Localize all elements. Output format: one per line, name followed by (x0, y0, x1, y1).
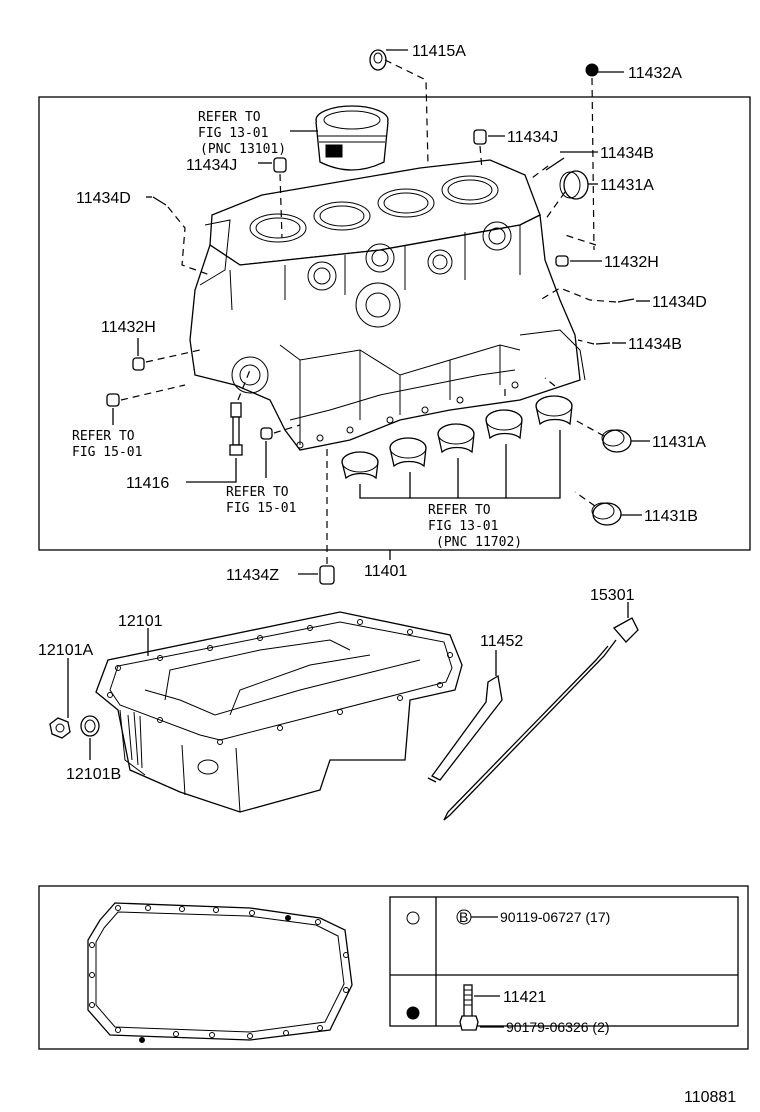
refer-left-line2: FIG 15-01 (72, 445, 142, 460)
dowel-11434Z (319, 565, 335, 585)
pin-11434B-upper (545, 157, 565, 171)
refer-center-line2: FIG 15-01 (226, 501, 296, 516)
gasket-12101B (80, 715, 100, 737)
nut-icon (459, 1015, 479, 1031)
refer-left-line1: REFER TO (72, 429, 135, 444)
plug-11432A (585, 63, 599, 77)
dowel-11434J-left (273, 157, 287, 173)
label-11434Z: 11434Z (226, 567, 279, 584)
pin-11434D-right (617, 298, 635, 303)
label-11434J-right: 11434J (507, 129, 558, 146)
label-12101: 12101 (118, 613, 163, 630)
figure-id: 110881 (684, 1089, 736, 1106)
dowel-11434J-right (473, 129, 487, 145)
fastener-legend-table: B 90119-06727 (17) 11421 90179-06326 (2) (389, 896, 739, 1035)
refer-piston-line2: FIG 13-01 (198, 126, 268, 141)
label-11434D-left: 11434D (76, 190, 131, 207)
label-11431A-upper: 11431A (600, 177, 654, 194)
label-12101A: 12101A (38, 642, 93, 659)
cup-plug-11431B (591, 502, 622, 526)
label-11432A: 11432A (628, 65, 682, 82)
refer-bearings-line2: FIG 13-01 (428, 519, 498, 534)
label-11416: 11416 (126, 475, 169, 492)
label-11432H-left: 11432H (101, 319, 156, 336)
legend-stud-part: 11421 (503, 989, 546, 1006)
label-11432H-right: 11432H (604, 254, 659, 271)
legend-nut-part: 90179-06326 (2) (506, 1019, 610, 1035)
refer-piston-line1: REFER TO (198, 110, 261, 125)
dipstick-guide-11452 (427, 674, 503, 783)
label-11431A-lower: 11431A (652, 434, 706, 451)
sealant-frame (38, 885, 749, 1050)
plug-11415A (369, 49, 387, 71)
cup-plug-11431A-lower (601, 429, 632, 453)
label-11434D-right: 11434D (652, 294, 707, 311)
legend-filled-circle-icon (406, 1006, 420, 1020)
label-11452: 11452 (480, 633, 523, 650)
label-11415A: 11415A (412, 43, 466, 60)
drain-plug-12101A (49, 717, 71, 739)
refer-bearings-line1: REFER TO (428, 503, 491, 518)
dowel-left-fig15 (106, 393, 120, 407)
dowel-center-fig15 (260, 427, 273, 440)
main-bearing-shells (341, 395, 573, 480)
legend-bolt-part: 90119-06727 (17) (500, 909, 610, 925)
label-12101B: 12101B (66, 766, 121, 783)
label-11431B: 11431B (644, 508, 698, 525)
refer-bearings-line3: (PNC 11702) (436, 535, 522, 550)
label-15301: 15301 (590, 587, 635, 604)
cup-plug-11431A-upper (559, 170, 589, 200)
label-11434B-upper: 11434B (600, 145, 654, 162)
refer-center-line1: REFER TO (226, 485, 289, 500)
plug-11432H-left (132, 357, 145, 371)
oil-pan-illustration (95, 611, 463, 813)
bolt-marker-letter: B (459, 909, 468, 925)
piston-illustration (315, 105, 389, 171)
dipstick-15301 (443, 617, 639, 821)
stud-icon (463, 984, 473, 1018)
pin-11434B-right (595, 342, 611, 345)
plug-11432H-right (555, 255, 569, 267)
legend-open-circle-icon (406, 911, 420, 925)
pin-11434D-left (152, 196, 167, 206)
sealant-pattern-illustration (87, 902, 353, 1043)
refer-piston-line3: (PNC 13101) (200, 142, 286, 157)
label-11434B-right: 11434B (628, 336, 682, 353)
label-11434J-left: 11434J (186, 157, 237, 174)
block-group-frame (38, 96, 751, 551)
oil-jet-11416 (229, 402, 243, 456)
cylinder-block-illustration (189, 159, 586, 451)
label-11401: 11401 (364, 563, 407, 580)
